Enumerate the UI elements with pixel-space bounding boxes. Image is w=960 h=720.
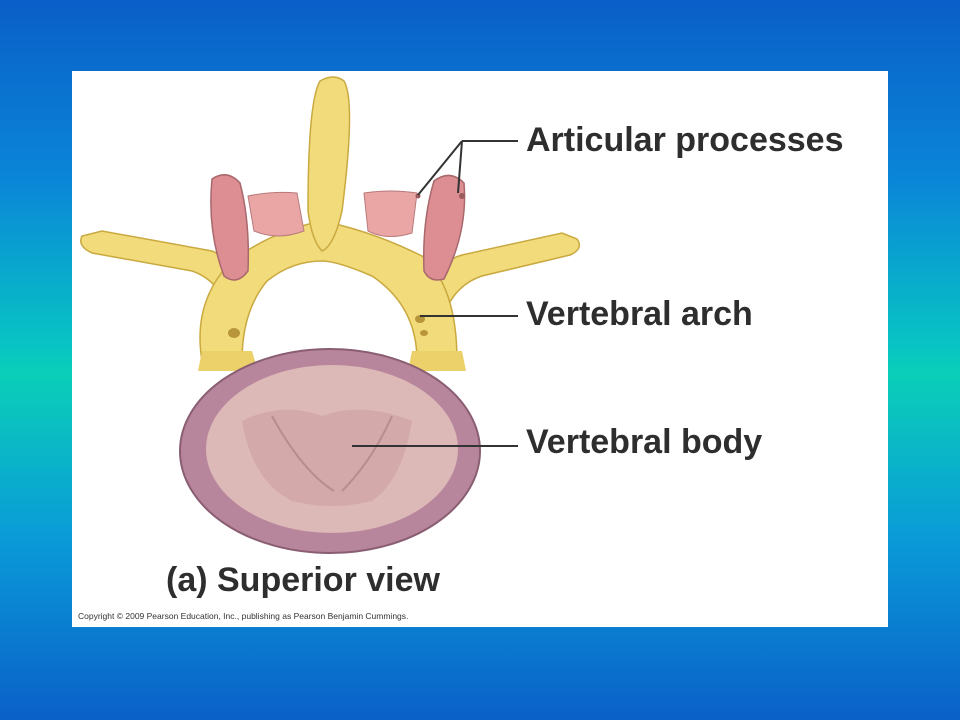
- vertebra-illustration: [80, 76, 581, 554]
- leader-lines: [352, 140, 518, 447]
- spinous-process: [307, 76, 351, 252]
- diagram-panel: Articular processes Vertebral arch Verte…: [72, 71, 888, 627]
- label-vertebral-arch: Vertebral arch: [526, 295, 753, 333]
- label-articular-processes: Articular processes: [526, 121, 844, 159]
- articular-processes: [210, 174, 466, 281]
- vertebral-arch: [80, 220, 581, 371]
- copyright-notice: Copyright © 2009 Pearson Education, Inc.…: [78, 611, 409, 621]
- vertebral-body: [179, 348, 481, 554]
- figure-caption: (a) Superior view: [166, 561, 440, 599]
- label-vertebral-body: Vertebral body: [526, 423, 763, 461]
